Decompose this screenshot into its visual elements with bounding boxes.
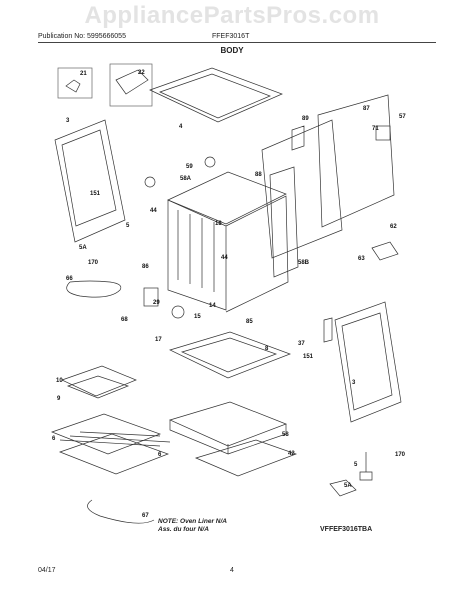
- callout-label: 170: [88, 260, 99, 266]
- callout-label: 58B: [298, 260, 310, 266]
- watermark: AppliancePartsPros.com: [84, 2, 380, 29]
- callout-label: 8: [265, 346, 269, 352]
- callout-label: 5A: [79, 245, 87, 251]
- callout-label: 5: [354, 462, 358, 468]
- callout-label: 170: [395, 452, 406, 458]
- note-line-1: NOTE: Oven Liner N/A: [158, 518, 227, 525]
- callout-label: 9: [57, 396, 61, 402]
- callout-label: 59: [186, 164, 193, 170]
- callout-label: 15: [194, 314, 201, 320]
- callout-label: 6: [52, 436, 56, 442]
- callout-label: 151: [303, 354, 314, 360]
- callout-label: 67: [142, 513, 149, 519]
- callout-label: 58: [282, 432, 289, 438]
- callout-label: 29: [153, 300, 160, 306]
- callout-label: 62: [390, 224, 397, 230]
- callout-label: 44: [221, 255, 228, 261]
- callout-label: 4: [179, 124, 183, 130]
- callout-label: 86: [142, 264, 149, 270]
- callout-label: 63: [358, 256, 365, 262]
- header-rule: [38, 42, 436, 43]
- callout-label: 66: [66, 276, 73, 282]
- callout-label: 18: [215, 221, 222, 227]
- diagram-code: VFFEF3016TBA: [320, 526, 373, 533]
- callout-label: 17: [155, 337, 162, 343]
- callout-label: 5A: [344, 483, 352, 489]
- callout-label: 89: [302, 116, 309, 122]
- callout-label: 14: [209, 303, 216, 309]
- callout-label: 3: [66, 118, 70, 124]
- callout-label: 22: [138, 70, 145, 76]
- footer-date: 04/17: [38, 567, 56, 574]
- callout-label: 87: [363, 106, 370, 112]
- callout-label: 57: [399, 114, 406, 120]
- publication-number: Publication No: 5995666055: [38, 33, 126, 40]
- callout-label: 151: [90, 191, 101, 197]
- callout-label: 42: [288, 451, 295, 457]
- callout-label: 68: [121, 317, 128, 323]
- callout-label: 85: [246, 319, 253, 325]
- callout-label: 71: [372, 126, 379, 132]
- oven-liner-note: NOTE: Oven Liner N/A Ass. du four N/A: [158, 518, 227, 534]
- section-title: BODY: [220, 46, 244, 55]
- callout-label: 37: [298, 341, 305, 347]
- callout-label: 58A: [180, 176, 192, 182]
- callout-label: 88: [255, 172, 262, 178]
- callout-label: 5: [126, 223, 130, 229]
- callout-label: 6: [158, 452, 162, 458]
- callout-label: 10: [56, 378, 63, 384]
- callout-label: 44: [150, 208, 157, 214]
- callout-label: 3: [352, 380, 356, 386]
- page-number: 4: [230, 567, 234, 574]
- callout-label: 21: [80, 71, 87, 77]
- model-number: FFEF3016T: [212, 33, 250, 40]
- note-line-2: Ass. du four N/A: [158, 526, 209, 533]
